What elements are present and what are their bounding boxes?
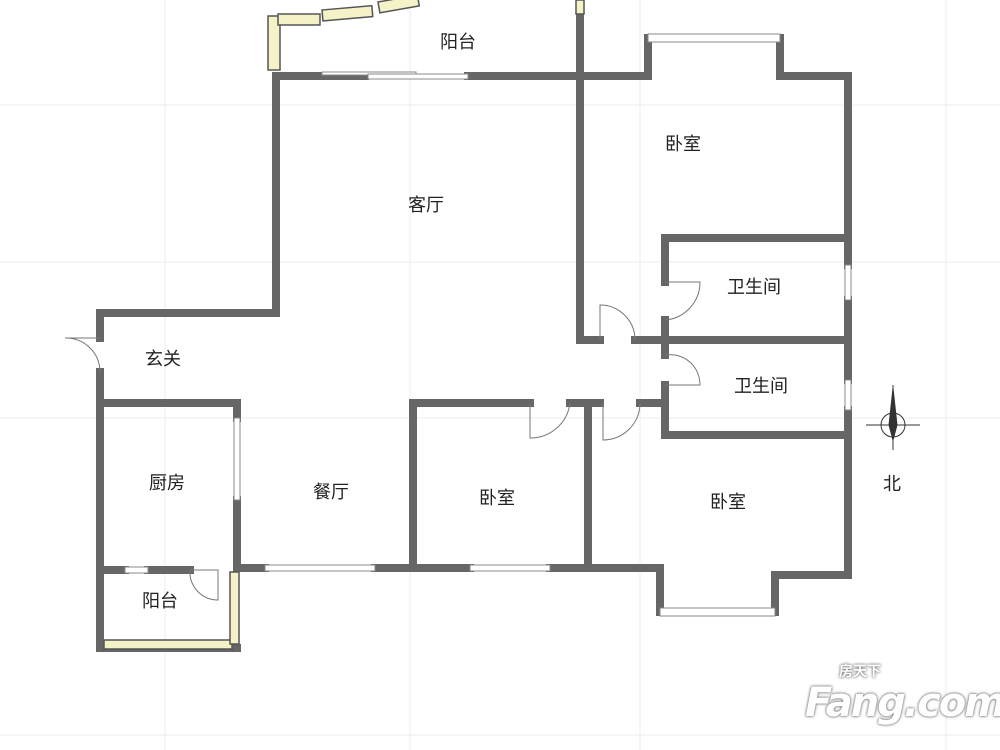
- compass-icon: [866, 385, 920, 450]
- watermark-brand-cn: 房天下: [839, 664, 881, 680]
- room-label-balcony-kitchen: 阳台: [142, 591, 178, 612]
- room-label-bedroom-middle: 卧室: [479, 488, 515, 509]
- compass-north-label: 北: [883, 474, 901, 495]
- walls: [96, 0, 852, 652]
- room-label-foyer: 玄关: [145, 349, 181, 370]
- room-label-bathroom-2: 卫生间: [734, 376, 788, 397]
- watermark-brand: Fang.com: [805, 680, 1000, 726]
- room-label-balcony-top: 阳台: [440, 32, 476, 53]
- railings: [103, 0, 585, 650]
- room-label-bathroom-1: 卫生间: [727, 277, 781, 298]
- room-label-living-room: 客厅: [408, 195, 444, 216]
- room-label-bedroom-ne: 卧室: [665, 134, 701, 155]
- room-label-bedroom-se: 卧室: [710, 492, 746, 513]
- watermark-logo: 房天下 Fang.com: [805, 664, 1000, 725]
- windows: [124, 33, 852, 617]
- room-label-kitchen: 厨房: [149, 473, 185, 494]
- doors: [64, 281, 701, 601]
- room-label-dining-room: 餐厅: [313, 482, 349, 503]
